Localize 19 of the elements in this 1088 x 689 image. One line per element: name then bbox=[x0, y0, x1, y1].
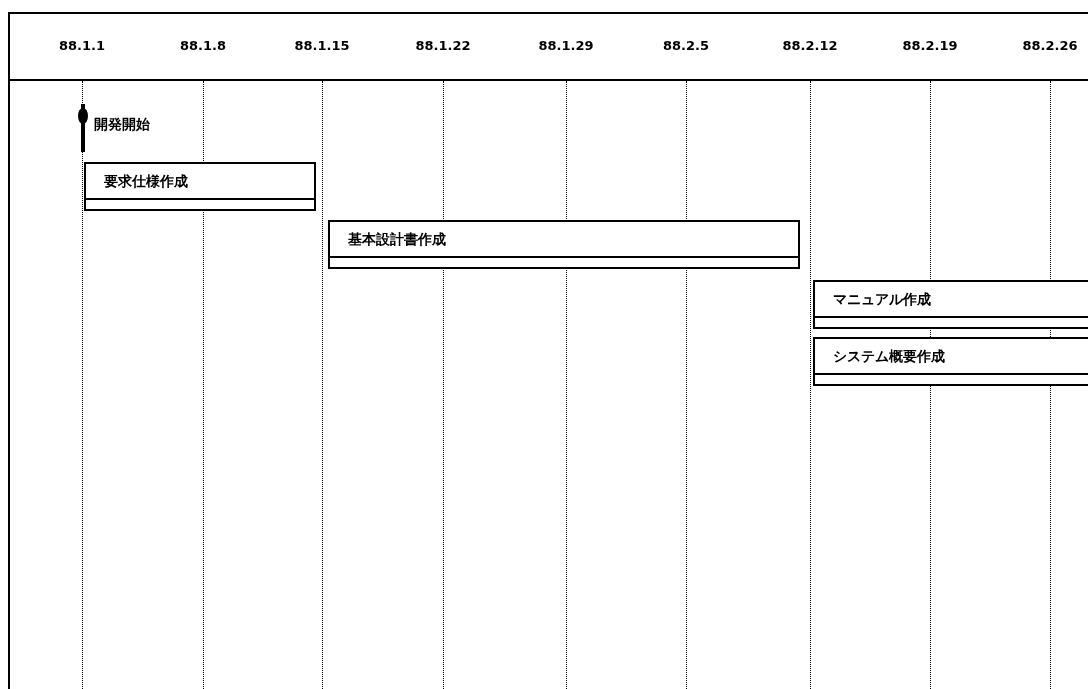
date-label: 88.1.15 bbox=[293, 37, 351, 55]
task-bar bbox=[84, 162, 316, 211]
task-bar bbox=[328, 220, 800, 269]
date-label: 88.1.29 bbox=[537, 37, 595, 55]
date-label: 88.1.22 bbox=[414, 37, 472, 55]
milestone bbox=[78, 104, 150, 152]
task-bar bbox=[813, 337, 1088, 386]
task-bar bbox=[813, 280, 1088, 329]
date-label: 88.2.26 bbox=[1021, 37, 1079, 55]
date-label: 88.2.12 bbox=[781, 37, 839, 55]
task-name: システム概要作成 bbox=[833, 346, 945, 366]
task-name: マニュアル作成 bbox=[833, 289, 931, 309]
date-label: 88.2.5 bbox=[661, 37, 711, 55]
milestone-label: 開発開始 bbox=[94, 115, 150, 134]
date-label: 88.1.1 bbox=[57, 37, 107, 55]
date-label: 88.1.8 bbox=[178, 37, 228, 55]
task-name: 基本設計書作成 bbox=[348, 229, 446, 249]
task-name: 要求仕様作成 bbox=[104, 171, 188, 191]
date-label: 88.2.19 bbox=[901, 37, 959, 55]
